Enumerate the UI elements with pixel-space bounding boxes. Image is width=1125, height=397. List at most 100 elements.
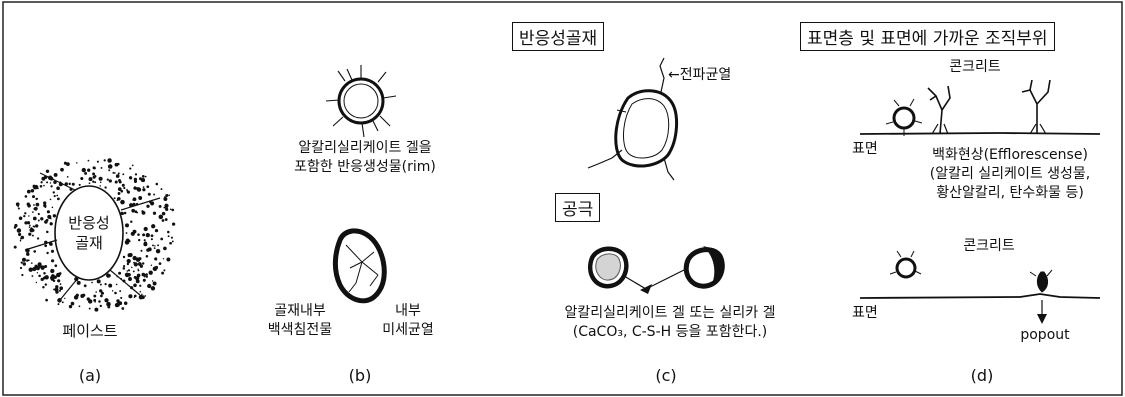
paste-dot	[17, 207, 20, 210]
paste-dot	[158, 214, 164, 220]
paste-dot	[120, 296, 123, 299]
paste-dot	[83, 284, 87, 288]
paste-dot	[50, 185, 53, 188]
paste-dot	[131, 208, 136, 213]
paste-dot	[128, 294, 133, 299]
paste-dot	[76, 280, 81, 285]
white-precipitate-label: 골재내부 백색침전물	[255, 302, 345, 340]
paste-dot	[134, 173, 138, 176]
aggregate-propagating-crack	[587, 57, 678, 181]
caption-a: (a)	[78, 366, 102, 385]
paste-dot	[54, 264, 58, 268]
paste-dot	[78, 305, 81, 308]
rim-label: 알칼리실리케이트 겔을 포함한 반응생성물(rim)	[270, 139, 460, 177]
paste-dot	[66, 162, 70, 166]
paste-dot	[28, 267, 33, 272]
concrete-label-top: 콘크리트	[949, 59, 1001, 75]
popout-label: popout	[1020, 327, 1070, 343]
paste-dot	[37, 212, 40, 216]
paste-dot	[52, 214, 57, 218]
paste-dot	[132, 202, 136, 206]
paste-dot	[113, 172, 116, 174]
paste-dot	[29, 227, 34, 233]
paste-dot	[137, 262, 142, 266]
paste-dot	[131, 266, 133, 269]
micro-crack-label-line-2: 미세균열	[382, 322, 434, 338]
paste-dot	[40, 277, 44, 282]
paste-dot	[59, 286, 64, 291]
paste-dot	[127, 272, 131, 277]
paste-dot	[55, 285, 59, 289]
paste-dot	[57, 279, 61, 283]
paste-dot	[68, 304, 73, 309]
paste-dot	[33, 204, 35, 206]
paste-dot	[106, 301, 111, 307]
paste-dot	[24, 195, 28, 198]
paste-dot	[167, 230, 170, 234]
paste-dot	[117, 172, 120, 175]
paste-dot	[123, 301, 128, 305]
paste-dot	[107, 158, 112, 163]
paste-dot	[35, 281, 38, 284]
paste-dot	[163, 197, 168, 201]
paste-dots	[13, 158, 176, 312]
pointer-line	[647, 267, 689, 289]
paste-dot	[36, 272, 39, 274]
caption-c: (c)	[655, 366, 677, 385]
paste-dot	[132, 270, 135, 273]
gel-label: 알칼리실리케이트 겔 또는 실리카 겔 (CaCO₃, C-S-H 등을 포함한…	[520, 304, 820, 342]
paste-dot	[163, 269, 166, 272]
paste-dot	[114, 180, 118, 184]
paste-dot	[32, 216, 37, 221]
paste-dot	[44, 275, 48, 280]
paste-dot	[104, 298, 109, 303]
paste-dot	[88, 182, 91, 185]
paste-dot	[22, 262, 26, 266]
paste-dot	[53, 172, 58, 177]
paste-dot	[118, 180, 122, 184]
paste-dot	[53, 195, 56, 198]
paste-dot	[108, 179, 112, 183]
paste-dot	[143, 241, 148, 245]
paste-dot	[70, 301, 75, 306]
paste-dot	[141, 293, 143, 296]
paste-dot	[122, 267, 126, 270]
efflorescence-label-line-3: 황산알칼리, 탄수화물 등)	[936, 185, 1084, 201]
paste-dot	[124, 240, 130, 245]
paste-dot	[28, 215, 30, 217]
paste-dot	[53, 180, 57, 185]
paste-dot	[52, 191, 55, 194]
paste-dot	[118, 271, 122, 275]
rim-label-line-1: 알칼리실리케이트 겔을	[298, 140, 432, 156]
paste-dot	[171, 240, 174, 243]
paste-dot	[143, 239, 146, 242]
paste-dot	[115, 174, 120, 178]
paste-dot	[94, 181, 97, 184]
paste-dot	[58, 272, 62, 275]
paste-dot	[141, 295, 145, 300]
paste-dot	[30, 189, 35, 193]
paste-dot	[125, 232, 128, 234]
paste-dot	[20, 235, 25, 240]
paste-dot	[122, 255, 126, 259]
paste-dot	[136, 187, 140, 191]
paste-dot	[104, 283, 107, 286]
paste-dot	[131, 164, 134, 167]
rim-label-line-2: 포함한 반응생성물(rim)	[294, 159, 436, 175]
paste-dot	[137, 269, 140, 272]
surface-upper	[859, 79, 1101, 136]
paste-dot	[115, 283, 118, 286]
paste-dot	[30, 262, 33, 264]
paste-dot	[116, 196, 121, 201]
paste-dot	[133, 186, 137, 190]
surface-label-top: 표면	[852, 141, 878, 157]
paste-dot	[164, 218, 168, 221]
paste-dot	[147, 283, 152, 289]
paste-dot	[35, 202, 40, 207]
reactive-aggregate-label-line-1: 반응성	[68, 214, 110, 232]
paste-dot	[100, 294, 103, 298]
white-precipitate-label-line-1: 골재내부	[274, 303, 326, 319]
paste-dot	[119, 290, 122, 293]
paste-dot	[100, 166, 103, 169]
